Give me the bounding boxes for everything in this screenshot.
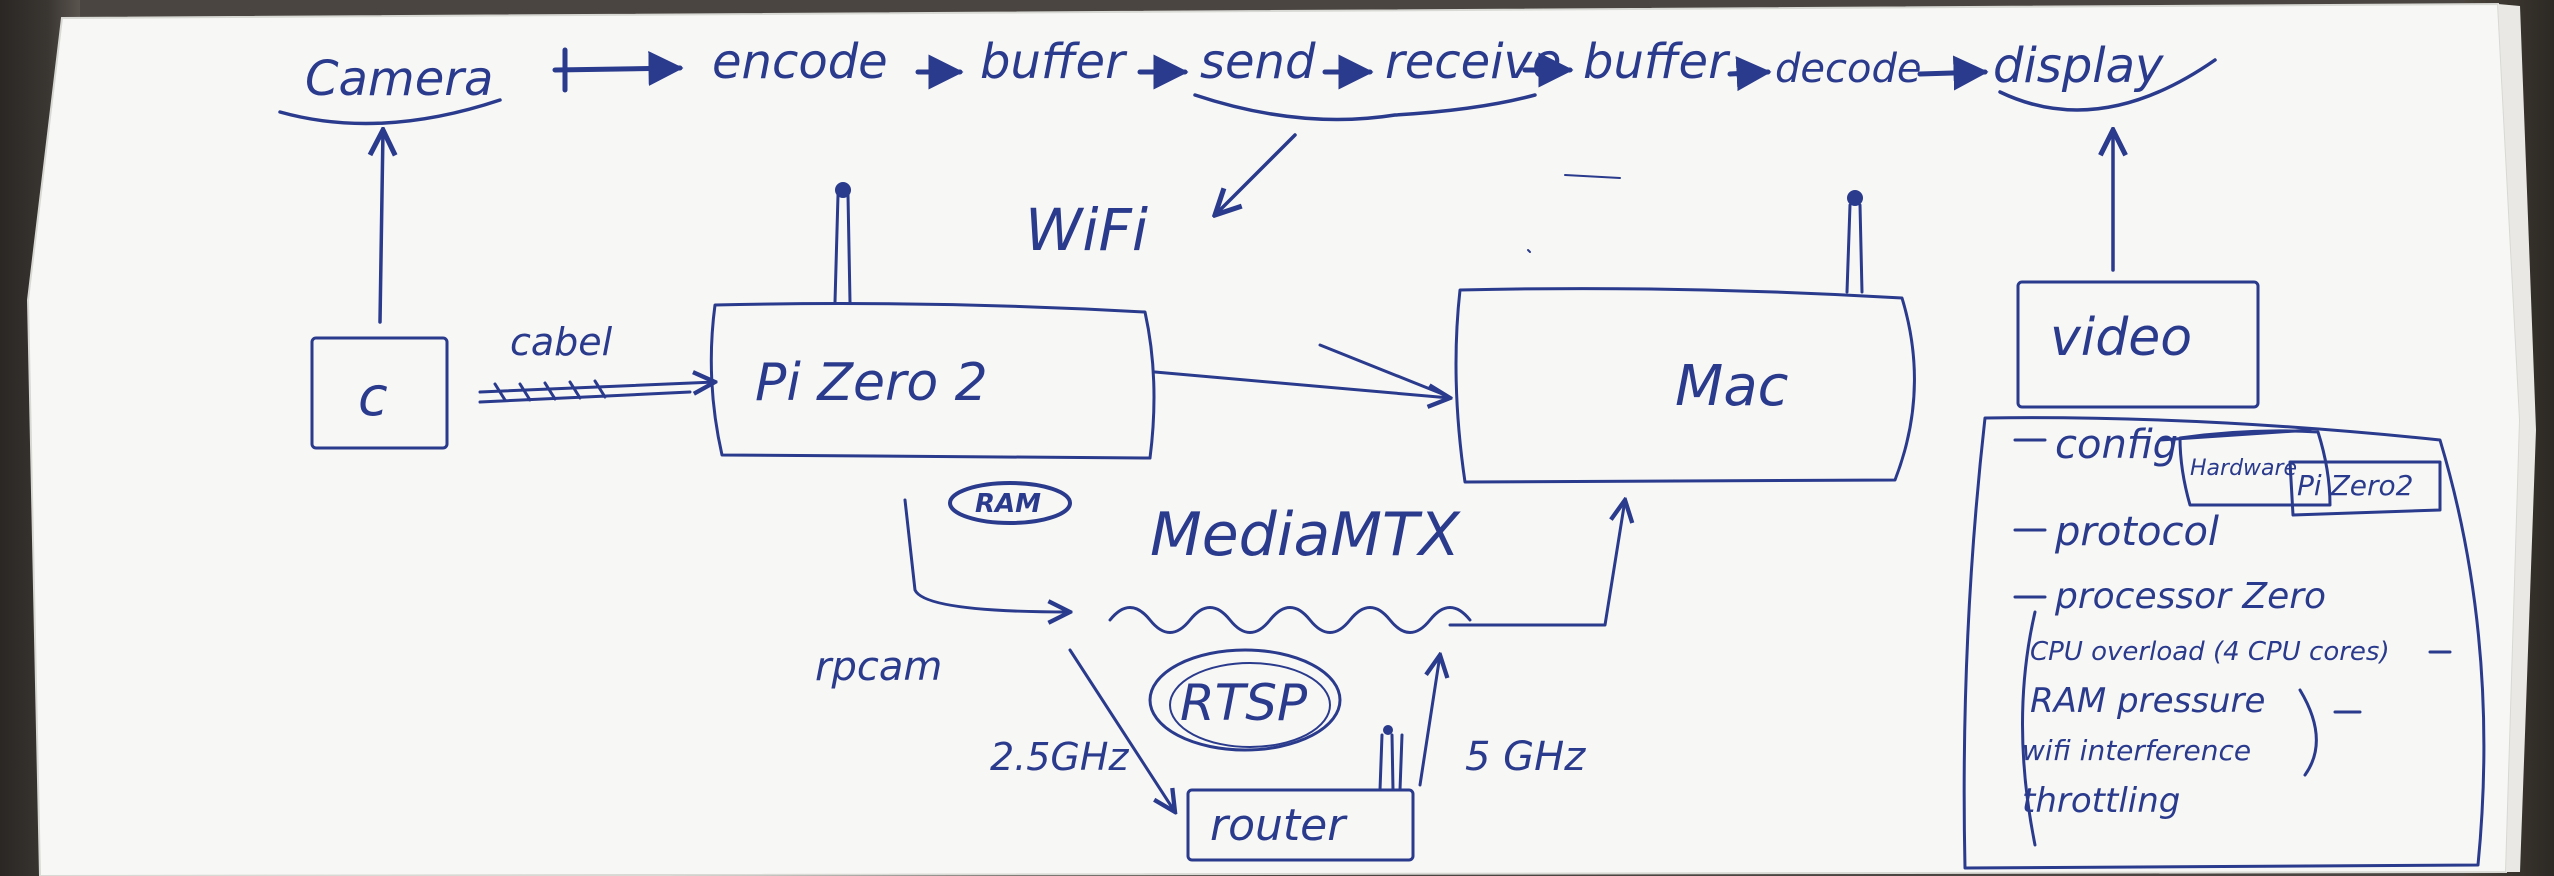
paper-edge [2498,4,2536,872]
wifi-label: WiFi [1025,196,1148,264]
mac-label: Mac [1675,354,1789,419]
ghz24-label: 2.5GHz [990,735,1129,779]
stray-mark-2 [1527,249,1531,253]
pi-box [709,302,1156,460]
rtsp-oval [1148,648,1342,752]
arrow-pi-mac [1153,370,1450,398]
pipeline-display: display [1993,38,2164,94]
cable-wire [478,379,692,404]
ram-oval [948,481,1072,525]
notes-ram: RAM pressure [2030,681,2265,721]
arrow-camera-encode [552,51,684,87]
pipeline-decode: decode [1775,46,1921,92]
arrow-buffer-decode [1727,56,1772,92]
ghz5-label: 5 GHz [1465,734,1586,780]
arrow-decode-display [1917,55,1989,91]
arrow-mediamtx-mac [1448,500,1625,627]
pipeline-camera: Camera [305,51,493,107]
camera-module-icon: c [358,365,388,428]
notes-bracket-ram [2298,688,2318,777]
pipeline-receive: receive [1385,34,1561,90]
arrow-pi-mediamtx [903,498,1070,612]
camera-module-box [310,336,449,450]
arrow-up-camera [380,130,383,324]
arc-display [1998,58,2217,112]
notes-pizero-box [2288,460,2442,517]
pipeline-send: send [1200,34,1316,90]
router-antenna [1378,733,1404,792]
pi-label: Pi Zero 2 [755,353,988,413]
notes-cpu: CPU overload (4 CPU cores) [2030,637,2390,667]
mediamtx-wave [1108,606,1472,634]
pipeline-buffer-2: buffer [1583,34,1731,90]
arrow-to-wifi [1215,133,1297,215]
arc-send-receive [1193,93,1537,122]
notes-processor: processor Zero [2054,576,2326,617]
notes-hardware-arrow [2158,428,2312,442]
notes-bracket [2021,610,2037,847]
arrow-pi-mac-extra [1318,343,1447,397]
notes-box [1962,416,2486,870]
arrow-to-router [1068,648,1175,812]
mac-antenna-tip [1847,190,1863,206]
router-label: router [1210,800,1348,851]
ram-label: RAM [975,489,1041,519]
video-label: video [2050,308,2192,368]
pipeline-encode: encode [712,34,888,90]
pi-antenna-tip [835,182,851,198]
video-box [2016,280,2260,409]
arrow-router-up [1418,655,1440,787]
notes-protocol: protocol [2054,509,2219,555]
notes-hardware: Hardware [2190,456,2297,481]
cable-label: cabel [510,320,613,364]
mac-box [1454,287,1916,484]
rtsp-label: RTSP [1180,674,1308,732]
rpicam-label: rpcam [815,644,942,690]
notes-wifi: wifi interference [2022,734,2251,767]
mac-antenna [1845,203,1864,294]
router-antenna-tip [1383,725,1393,735]
router-box [1186,788,1415,862]
notes-throttling: throttling [2022,781,2180,821]
mediamtx-label: MediaMTX [1150,500,1462,570]
notes-pizero: Pi Zero2 [2297,469,2413,502]
stray-mark-1 [1564,174,1621,179]
rtsp-oval-2 [1169,662,1331,748]
pi-antenna [833,193,852,304]
pipeline-buffer-1: buffer [980,34,1128,90]
arc-camera [278,98,502,126]
notes-config: config [2055,422,2178,468]
